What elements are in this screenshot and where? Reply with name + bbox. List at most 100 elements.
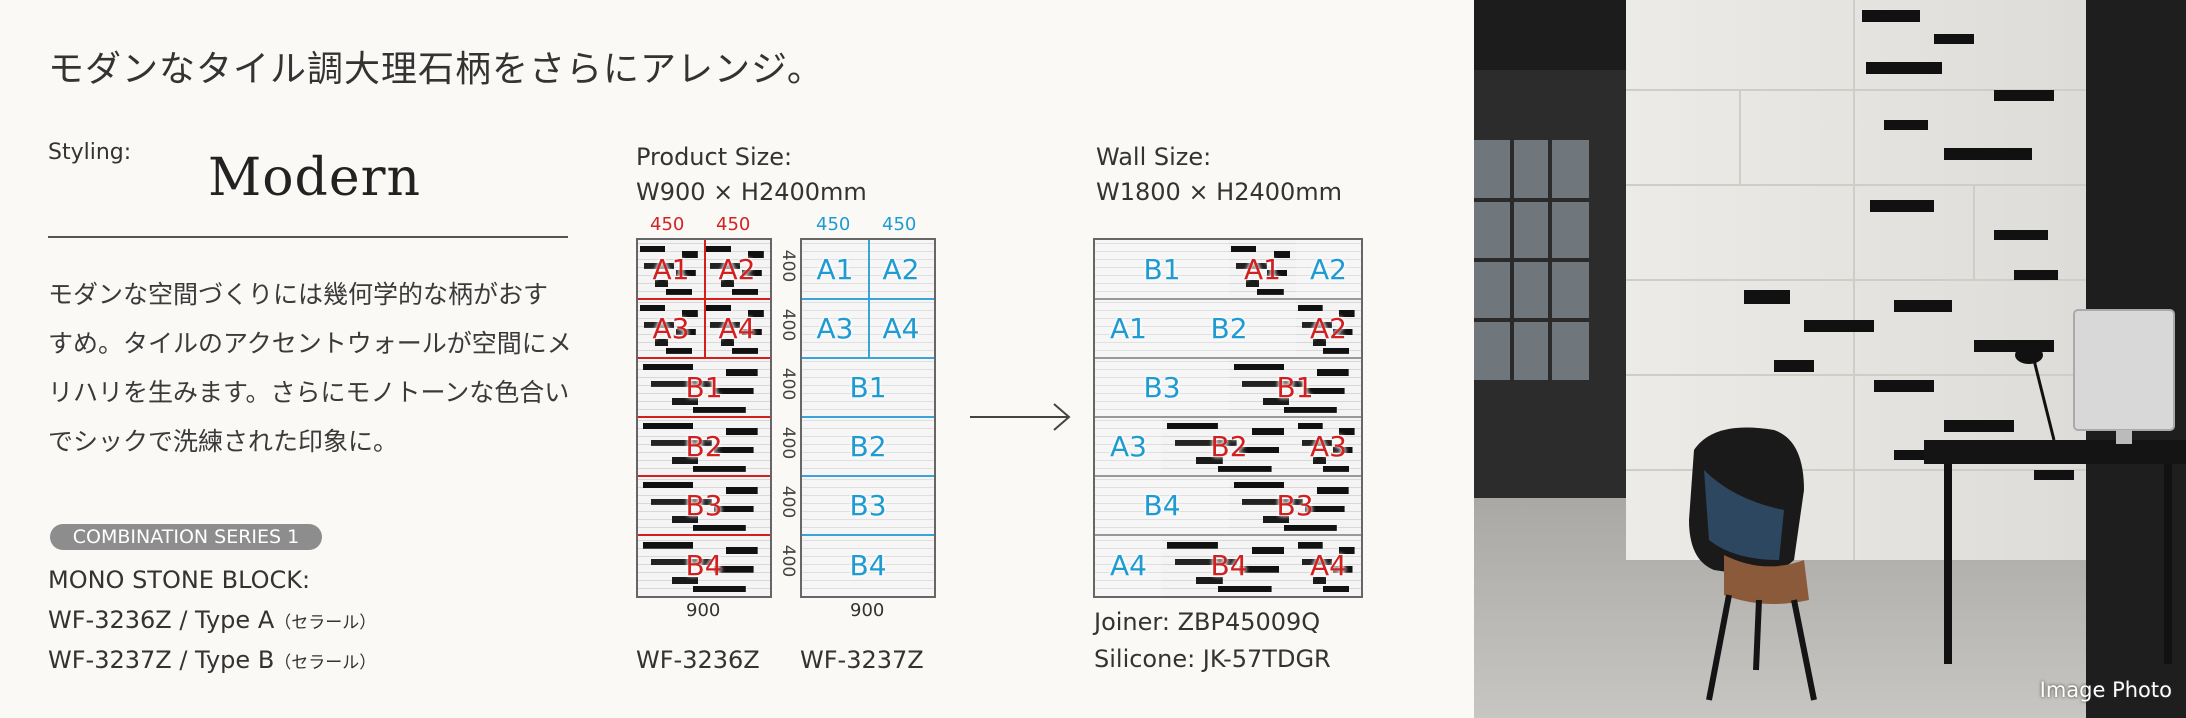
product-size-value: W900 × H2400mm — [636, 178, 867, 206]
tile-label: B4 — [1210, 549, 1248, 582]
type-b-code: WF-3237Z / Type B — [48, 646, 275, 674]
headline: モダンなタイル調大理石柄をさらにアレンジ。 — [48, 49, 824, 90]
tile-label: B1 — [1276, 371, 1314, 404]
wall-divider — [1095, 416, 1361, 418]
styling-label: Styling: — [48, 140, 132, 165]
description-line: リハリを生みます。さらにモノトーンな色合い — [48, 378, 570, 407]
wall-divider — [1095, 475, 1361, 477]
tile-label: A2 — [1310, 312, 1347, 345]
tile-label: A3 — [652, 312, 690, 345]
panel-b-tile: A3 — [802, 299, 868, 358]
wall-size-label: Wall Size: — [1096, 143, 1212, 171]
description-line: すめ。タイルのアクセントウォールが空間にメ — [48, 329, 572, 358]
wall-tile: A1 — [1095, 299, 1162, 358]
panel-b-col-width: 450 — [816, 214, 851, 235]
panel-a-col-width: 450 — [650, 214, 685, 235]
wall-tile: B2 — [1162, 417, 1296, 476]
panel-a-tile: B2 — [638, 417, 770, 476]
row-height: 400 — [778, 544, 798, 578]
tile-label: A1 — [1110, 312, 1147, 345]
tile-label: B2 — [1210, 430, 1248, 463]
panel-a-tile: A4 — [704, 299, 770, 358]
panel-b-tile: A1 — [802, 240, 868, 299]
wall-tile: A2 — [1296, 240, 1361, 299]
panel-a-tile: A3 — [638, 299, 704, 358]
tile-label: A1 — [652, 253, 690, 286]
tile-label: B3 — [685, 489, 723, 522]
tile-label: B1 — [849, 371, 887, 404]
arrow-right-icon — [970, 403, 1071, 431]
panel-b-tile: A4 — [868, 299, 934, 358]
silicone-spec: Silicone: JK-57TDGR — [1094, 645, 1331, 673]
panel-a-divider — [638, 475, 770, 477]
panel-b-divider — [802, 475, 934, 477]
joiner-spec: Joiner: ZBP45009Q — [1094, 608, 1321, 636]
wall-tile: A1 — [1229, 240, 1296, 299]
panel-a-tile: B4 — [638, 535, 770, 596]
row-height: 400 — [778, 485, 798, 519]
panel-b-tile: B1 — [802, 358, 934, 417]
divider — [48, 236, 568, 238]
panel-b-divider — [802, 357, 934, 359]
description-line: でシックで洗練された印象に。 — [48, 427, 399, 456]
wall-size-value: W1800 × H2400mm — [1096, 178, 1343, 206]
tile-label: A2 — [718, 253, 756, 286]
panel-a-divider — [638, 357, 770, 359]
wall-tile: B2 — [1162, 299, 1296, 358]
tile-label: A4 — [1110, 549, 1147, 582]
tile-label: A3 — [816, 312, 854, 345]
type-a-note: （セラール） — [274, 613, 377, 633]
product-size: Product Size: W900 × H2400mm — [636, 140, 867, 210]
panel-a-divider — [638, 416, 770, 418]
product-size-label: Product Size: — [636, 143, 793, 171]
wall-divider — [1095, 298, 1361, 300]
panel-a-width: 900 — [686, 600, 721, 621]
tile-label: A1 — [816, 253, 854, 286]
panel-b: A1 A2 A3 A4 B1 B2 B3 B4 — [800, 238, 936, 598]
wall-tile: A3 — [1095, 417, 1162, 476]
panel-b-tile: B3 — [802, 476, 934, 535]
row-height: 400 — [778, 249, 798, 283]
series-badge: COMBINATION SERIES 1 — [50, 524, 322, 550]
tile-label: B3 — [1276, 489, 1314, 522]
panel-a-model: WF-3236Z — [636, 646, 760, 674]
tile-label: B2 — [849, 430, 887, 463]
type-b-note: （セラール） — [274, 653, 377, 673]
panel-b-tile: B4 — [802, 535, 934, 596]
wall-tile: A4 — [1095, 535, 1162, 596]
panel-a-tile: B1 — [638, 358, 770, 417]
tile-label: B4 — [1143, 489, 1181, 522]
description-line: モダンな空間づくりには幾何学的な柄がおす — [48, 280, 549, 309]
type-a-line: WF-3236Z / Type A（セラール） — [48, 606, 376, 634]
tile-label: B1 — [1143, 253, 1181, 286]
styling-value: Modern — [208, 148, 421, 208]
tile-label: A2 — [1310, 253, 1347, 286]
tile-label: B2 — [685, 430, 723, 463]
panel-a-tile: A2 — [704, 240, 770, 299]
description: モダンな空間づくりには幾何学的な柄がおす すめ。タイルのアクセントウォールが空間… — [48, 270, 576, 466]
type-a-code: WF-3236Z / Type A — [48, 606, 275, 634]
row-height: 400 — [778, 426, 798, 460]
wall-tile: A3 — [1296, 417, 1361, 476]
tile-label: A4 — [1310, 549, 1347, 582]
tile-label: A2 — [882, 253, 920, 286]
panel-b-tile: B2 — [802, 417, 934, 476]
panel-b-divider — [802, 416, 934, 418]
panel-a-divider — [638, 298, 770, 300]
wall-size: Wall Size: W1800 × H2400mm — [1096, 140, 1342, 210]
panel-a-col-width: 450 — [716, 214, 751, 235]
tile-label: B4 — [849, 549, 887, 582]
wall-divider — [1095, 357, 1361, 359]
panel-a-tile: B3 — [638, 476, 770, 535]
tile-label: A3 — [1310, 430, 1347, 463]
wall-divider — [1095, 534, 1361, 536]
interior-photo: Image Photo — [1474, 0, 2186, 718]
tile-label: A3 — [1110, 430, 1147, 463]
tile-label: B3 — [1143, 371, 1181, 404]
panel-a-tile: A1 — [638, 240, 704, 299]
row-height: 400 — [778, 367, 798, 401]
wall-tile: B3 — [1229, 476, 1361, 535]
wall-tile: B1 — [1229, 358, 1361, 417]
tile-label: B3 — [849, 489, 887, 522]
tile-label: B2 — [1210, 312, 1248, 345]
